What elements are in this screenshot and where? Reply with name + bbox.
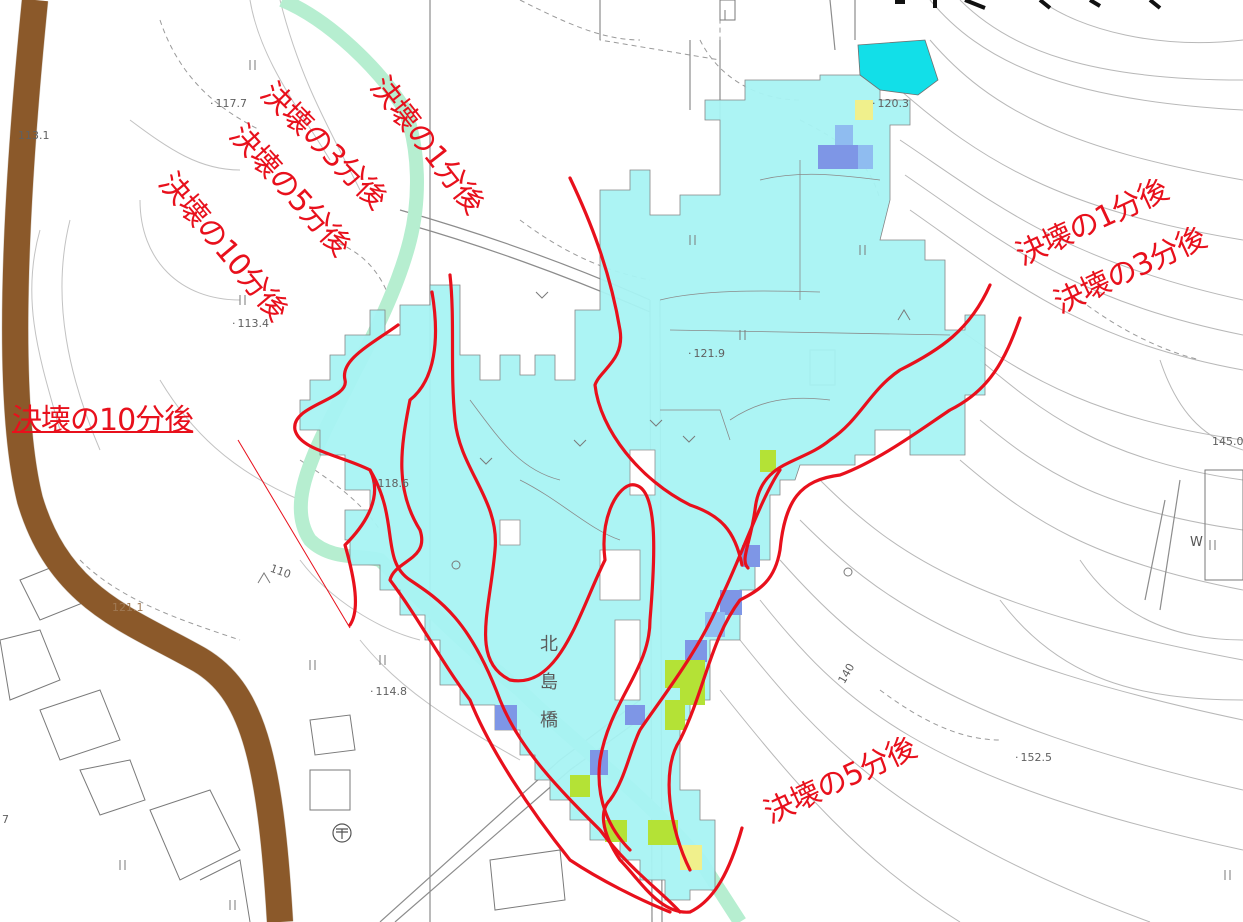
place-name-char-1: 北: [540, 634, 558, 655]
elevation-145-0: 145.0: [1212, 435, 1243, 448]
elevation-118-6: 118.6: [372, 478, 410, 489]
elevation-152-5: 152.5: [1015, 752, 1053, 763]
elevation-117-7: 117.7: [210, 98, 248, 109]
elevation-121-9: 121.9: [688, 348, 726, 359]
elevation-121-1: 121.1: [112, 601, 144, 614]
main-road-edge: [1, 0, 294, 922]
flood-front-lines: [293, 176, 1022, 914]
w-map-symbol: W: [1190, 535, 1203, 550]
elevation-113-1: 113.1: [18, 129, 50, 142]
flood-internal-lines: [469, 160, 951, 541]
heading-fragment: [895, 0, 1162, 10]
elevation-7: 7: [2, 813, 9, 826]
post-office-icon: [332, 823, 352, 843]
main-road: [2, 0, 293, 922]
place-name-char-3: 橋: [540, 710, 558, 731]
contour-lines-west: [31, 0, 521, 761]
elevation-113-4: 113.4: [232, 318, 270, 329]
callout-leader: [237, 439, 351, 629]
label-10min-callout: 決壊の10分後: [12, 403, 194, 438]
elevation-120-3: 120.3: [872, 98, 910, 109]
terrain-marks: [119, 10, 1231, 910]
place-name-char-2: 島: [540, 672, 558, 693]
elevation-114-8: 114.8: [370, 686, 408, 697]
contour-lines: [719, 0, 1243, 922]
